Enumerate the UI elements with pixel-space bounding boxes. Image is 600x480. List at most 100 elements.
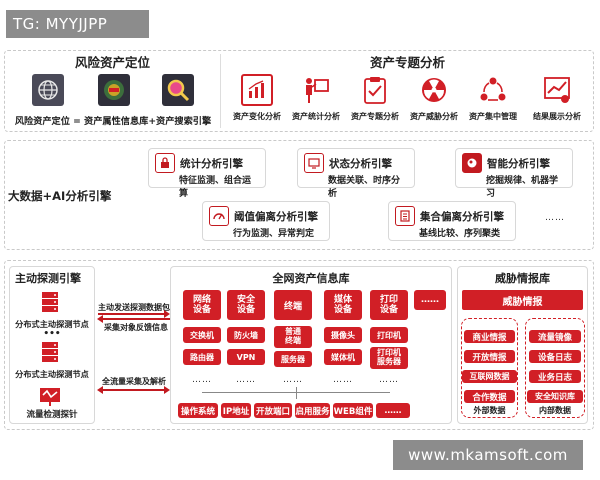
topic-item: 结果展示分析: [525, 74, 589, 126]
probe-node-2: 分布式主动探测节点: [15, 369, 89, 379]
threat-title: 威胁情报库: [495, 272, 550, 285]
probe-icon: [35, 385, 65, 407]
bottom-section: [4, 260, 594, 430]
bigdata-title: 大数据+AI分析引擎: [8, 189, 112, 203]
arrow-head-2: [97, 315, 103, 323]
arrow-label-2: 采集对象反馈信息: [104, 323, 168, 332]
asset-attr-tag: 启用服务: [295, 403, 330, 418]
topic-label: 资产威胁分析: [410, 112, 458, 121]
asset-ellipsis: ……: [379, 375, 399, 385]
bigdata-more: ……: [545, 213, 565, 223]
arrow-line-3: [100, 389, 168, 391]
engine-intelligent: 智能分析引擎 挖掘规律、机器学习: [455, 148, 573, 199]
risk-title: 风险资产定位: [74, 54, 150, 70]
lock-icon: [155, 153, 175, 173]
asset-ellipsis: ……: [333, 375, 353, 385]
asset-attr-tag: 操作系统: [178, 403, 218, 418]
threat-item: 开放情报: [464, 350, 515, 363]
monitor-icon: [304, 153, 324, 173]
engine-title: 统计分析引擎: [180, 157, 243, 170]
bar-chart-icon: [241, 74, 273, 106]
engine-sub: 特征监测、组合运算: [179, 176, 252, 199]
arrow-head-1: [164, 310, 170, 318]
asset-category-more: ……: [414, 290, 446, 310]
asset-item: 交换机: [183, 327, 221, 343]
engine-title: 智能分析引擎: [487, 157, 550, 170]
cycle-icon: [477, 74, 509, 106]
engine-statistics: 统计分析引擎 特征监测、组合运算: [148, 148, 266, 199]
asset-category: 终端: [274, 290, 312, 320]
asset-item: 打印机: [370, 327, 408, 343]
server-icon: [35, 340, 65, 364]
watermark-bottom-right: www.mkamsoft.com: [393, 440, 583, 470]
topic-label: 资产统计分析: [292, 112, 340, 121]
arrow-label-3: 全流量采集及解析: [102, 377, 166, 386]
probe-title: 主动探测引擎: [15, 272, 81, 285]
topic-label: 资产变化分析: [233, 112, 281, 121]
threat-item: 安全知识库: [527, 390, 583, 403]
asset-item: 摄像头: [324, 327, 362, 343]
magnifier-icon: [162, 74, 194, 106]
checklist-icon: [395, 206, 415, 226]
probe-panel: [9, 266, 95, 424]
asset-ellipsis: ……: [236, 375, 256, 385]
threat-item: 合作数据: [464, 390, 515, 403]
threat-item: 业务日志: [529, 370, 581, 383]
asset-category: 安全 设备: [227, 290, 265, 320]
risk-formula: 风险资产定位 = 资产属性信息库+资产搜索引擎: [14, 116, 212, 127]
topic-label: 结果展示分析: [533, 112, 581, 121]
assets-title: 全网资产信息库: [272, 272, 350, 285]
engine-title: 阈值偏离分析引擎: [234, 210, 318, 223]
asset-item: 普通 终端: [274, 326, 312, 348]
engine-sub: 数据关联、时序分析: [328, 176, 401, 199]
probe-dots: •••: [43, 329, 61, 339]
asset-item: 服务器: [274, 351, 312, 367]
topic-item: 资产威胁分析: [405, 74, 463, 126]
threat-external-caption: 外部数据: [473, 406, 506, 415]
topic-item: 资产变化分析: [228, 74, 286, 126]
topic-label: 资产集中管理: [469, 112, 517, 121]
arrow-line-1: [98, 313, 168, 315]
threat-item: 商业情报: [464, 330, 515, 343]
asset-ellipsis: ……: [192, 375, 212, 385]
topic-label: 资产专题分析: [351, 112, 399, 121]
assets-panel: [170, 266, 452, 424]
asset-category: 打印 设备: [370, 290, 408, 320]
arrow-head-3b: [164, 386, 170, 394]
topic-item: 资产统计分析: [287, 74, 345, 126]
threat-external-group: [461, 318, 518, 418]
gauge-icon: [209, 206, 229, 226]
threat-panel: [457, 266, 588, 424]
engine-threshold: 阈值偏离分析引擎 行为监测、异常判定: [202, 201, 330, 241]
engine-title: 状态分析引擎: [329, 157, 392, 170]
threat-internal-caption: 内部数据: [539, 406, 571, 415]
engine-sub: 挖掘规律、机器学习: [486, 176, 559, 199]
asset-item: 媒体机: [324, 349, 362, 365]
top-divider: [220, 54, 221, 128]
threat-item: 流量镜像: [529, 330, 581, 343]
top-section: [4, 50, 594, 132]
bigdata-section: [4, 140, 594, 250]
asset-attr-tag: IP地址: [221, 403, 251, 418]
asset-attr-tag: 开放端口: [254, 403, 292, 418]
server-icon: [35, 290, 65, 314]
engine-status: 状态分析引擎 数据关联、时序分析: [297, 148, 415, 199]
topic-item: 资产专题分析: [346, 74, 404, 126]
brain-icon: [462, 153, 482, 173]
asset-category: 网络 设备: [183, 290, 221, 320]
watermark-top-left: TG: MYYJJPP: [6, 10, 149, 38]
arrow-label-1: 主动发送探测数据包: [98, 303, 170, 312]
asset-item: 打印机 服务器: [370, 347, 408, 369]
threat-header: 威胁情报: [462, 290, 583, 310]
asset-item: 防火墙: [227, 327, 265, 343]
asset-item: VPN: [227, 349, 265, 365]
topic-item: 资产集中管理: [464, 74, 522, 126]
asset-ellipsis: ……: [283, 375, 303, 385]
database-logo-icon: [98, 74, 130, 106]
threat-item: 设备日志: [529, 350, 581, 363]
engine-set: 集合偏离分析引擎 基线比较、序列聚类: [388, 201, 516, 241]
engine-sub: 行为监测、异常判定: [233, 229, 315, 239]
connector-drop: [296, 387, 297, 399]
asset-category: 媒体 设备: [324, 290, 362, 320]
engine-sub: 基线比较、序列聚类: [419, 229, 501, 239]
